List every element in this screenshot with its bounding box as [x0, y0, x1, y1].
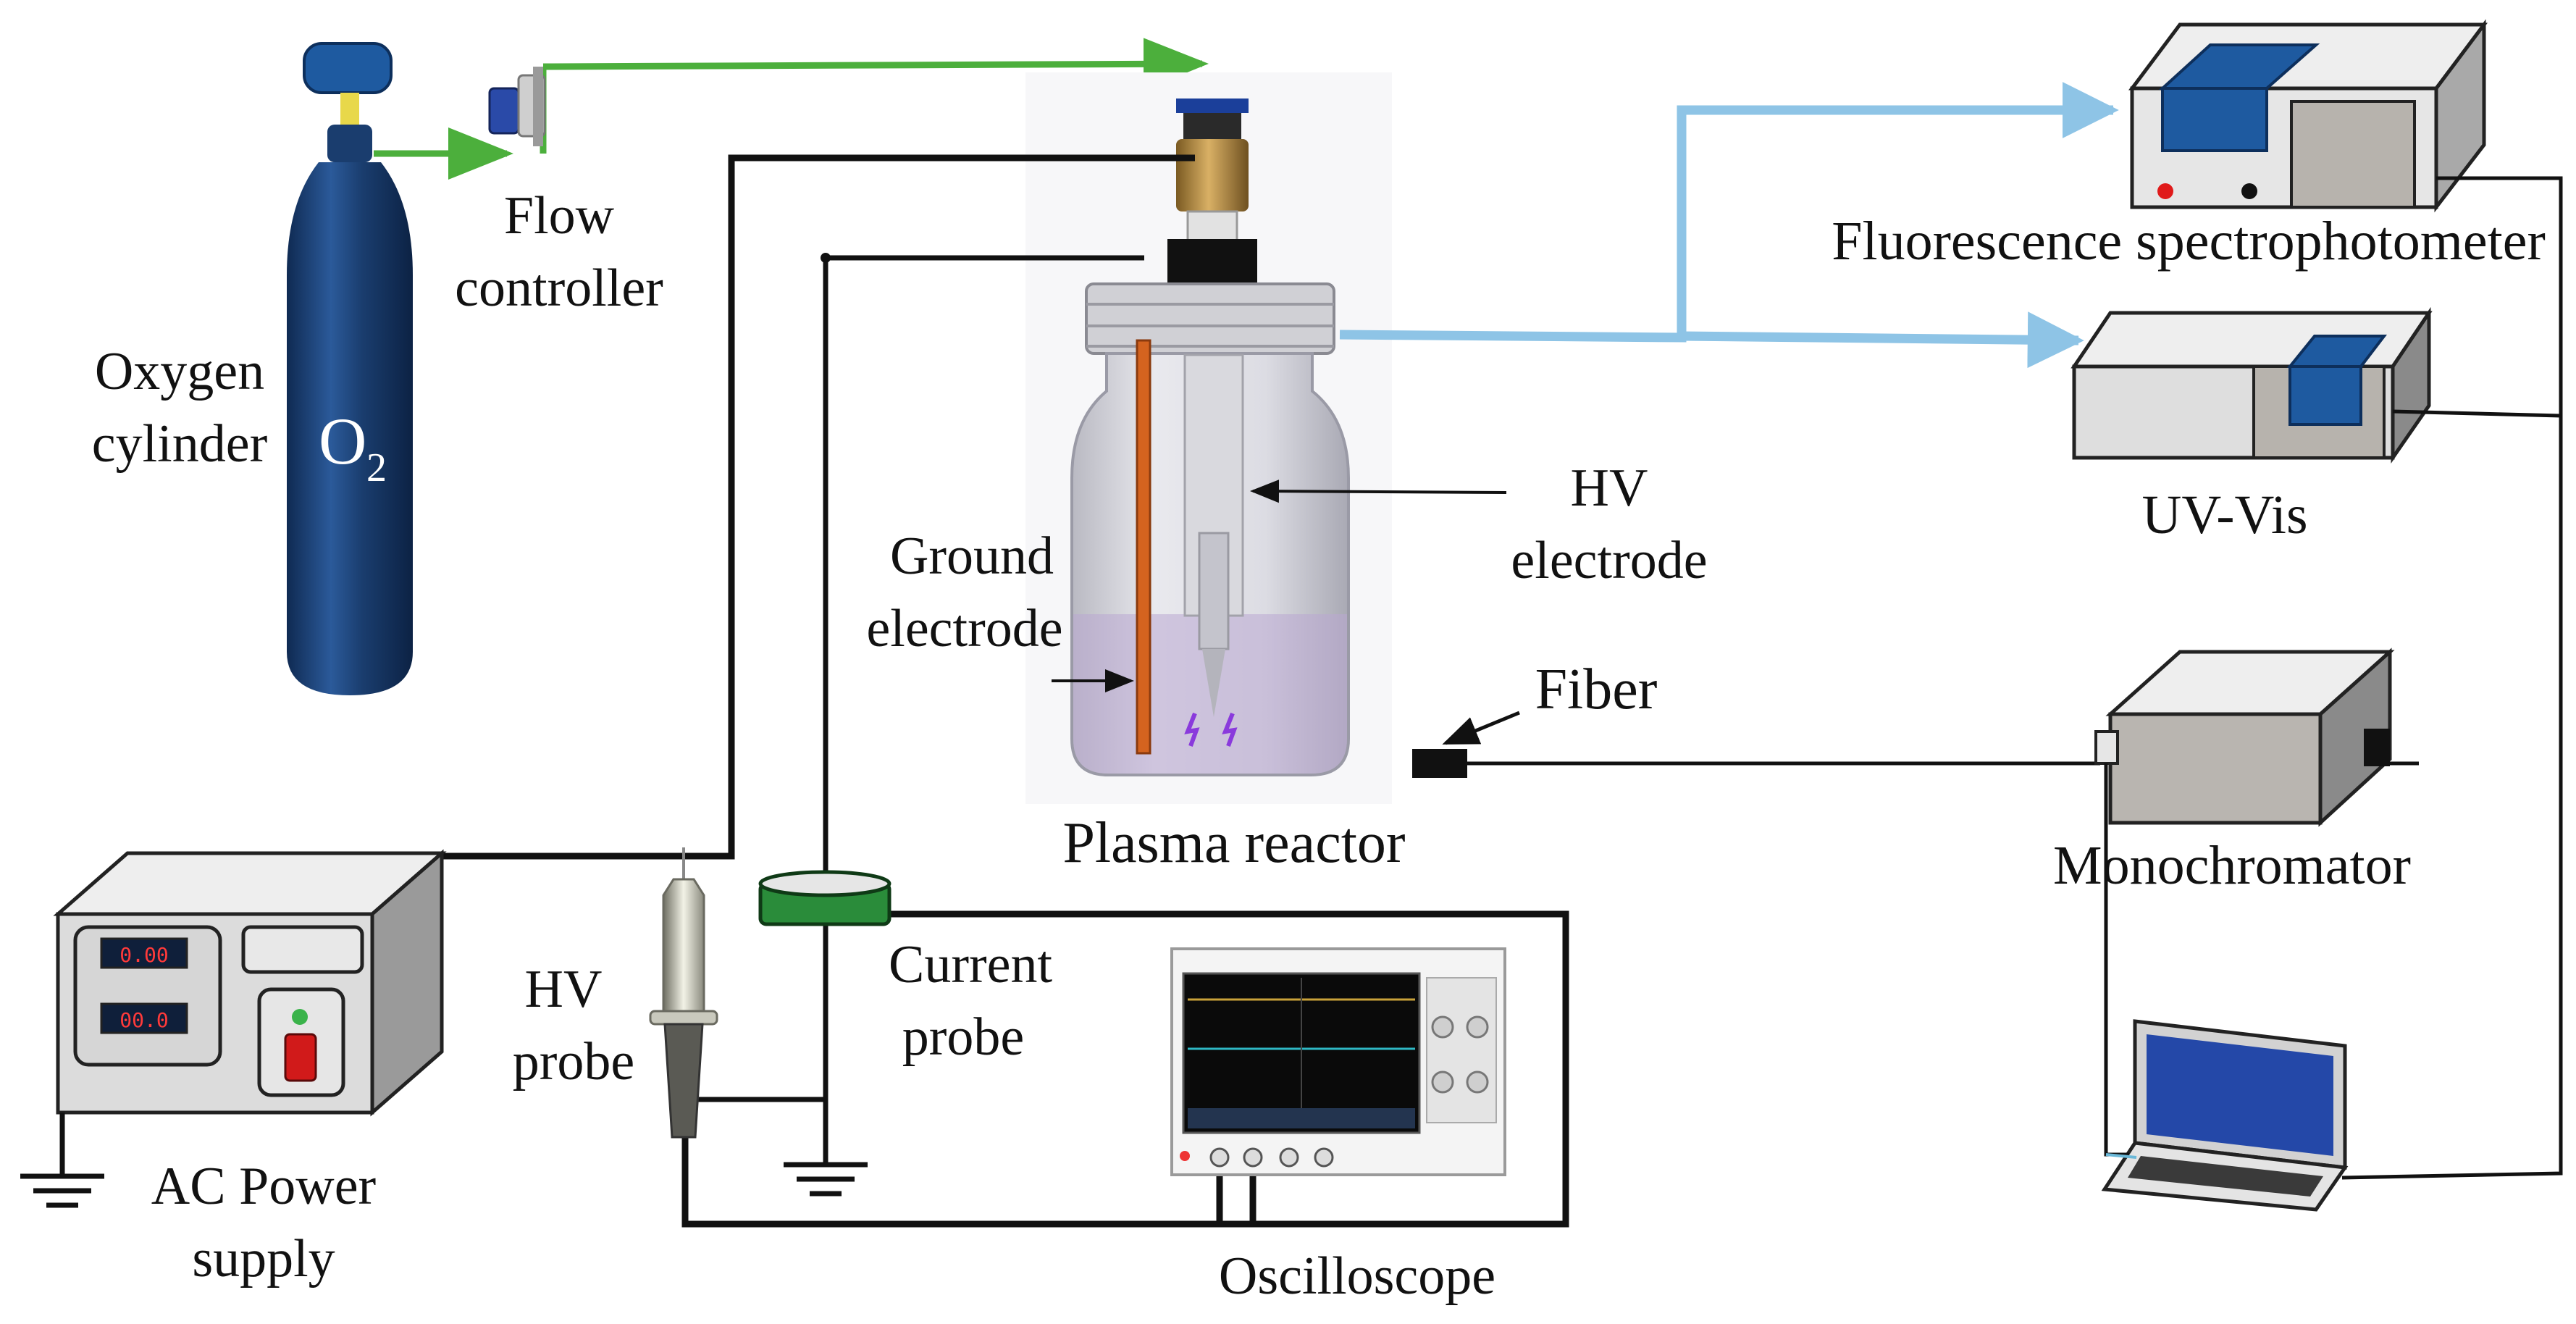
oxygen-cylinder-label-line2: cylinder	[92, 414, 267, 474]
plasma-reactor-label: Plasma reactor	[1062, 811, 1405, 875]
flow-controller-label-line2: controller	[455, 259, 663, 318]
oscilloscope-label: Oscilloscope	[1219, 1247, 1495, 1306]
laptop-icon	[2101, 1019, 2349, 1212]
monochromator-label: Monochromator	[2053, 835, 2411, 896]
plasma-reactor	[1025, 72, 1392, 804]
ground-symbol-power-supply	[20, 1173, 104, 1208]
fiber-tip-icon	[1412, 749, 1467, 778]
uv-vis-spectrometer	[2071, 306, 2433, 464]
scope-loop-wire	[681, 910, 1569, 1228]
oscilloscope	[1170, 947, 1506, 1176]
hv-probe-label-line1: HV	[525, 960, 603, 1019]
data-cable-uvvis	[2392, 409, 2562, 418]
monochromator	[2094, 648, 2395, 827]
o2-subscript: 2	[366, 445, 387, 490]
current-probe-label-line1: Current	[889, 935, 1052, 994]
gas-line-to-reactor	[542, 38, 1209, 91]
ac-power-label-line1: AC Power	[151, 1157, 376, 1216]
hv-probe-label-line2: probe	[513, 1032, 635, 1092]
hv-probe-icon	[649, 847, 718, 1139]
fluorescence-spectrophotometer	[2128, 19, 2488, 213]
sample-line-to-fluorescence	[1339, 82, 2119, 343]
ground-electrode-label-line1: Ground	[890, 527, 1054, 586]
current-probe-icon	[758, 870, 891, 926]
ac-power-label-line2: supply	[192, 1229, 335, 1289]
hv-electrode-arrow	[1250, 479, 1507, 503]
ground-symbol-reactor	[784, 1162, 868, 1197]
oxygen-cylinder-label-line1: Oxygen	[95, 342, 264, 401]
current-probe-label-line2: probe	[902, 1007, 1025, 1067]
o2-symbol: O	[319, 404, 366, 478]
hv-electrode-label-line2: electrode	[1511, 531, 1707, 590]
fluorescence-label: Fluorescence spectrophotometer	[1832, 211, 2546, 272]
oxygen-cylinder: O 2	[287, 42, 413, 695]
flow-controller-label-line1: Flow	[504, 186, 615, 246]
flow-controller-icon	[488, 67, 546, 146]
ac-power-supply	[53, 849, 447, 1117]
power-display-1: 0.00	[119, 943, 168, 967]
ground-electrode-label-line2: electrode	[866, 599, 1062, 658]
data-cable-fluorescence	[2341, 176, 2563, 1180]
power-display-2: 00.0	[119, 1008, 168, 1032]
sample-line-to-uvvis	[1681, 311, 2084, 369]
hv-electrode-label-line1: HV	[1571, 458, 1648, 518]
hv-wire	[442, 154, 1195, 860]
fiber-arrow	[1442, 711, 1520, 745]
uv-vis-label: UV-Vis	[2141, 485, 2307, 545]
fiber-label: Fiber	[1535, 658, 1658, 721]
